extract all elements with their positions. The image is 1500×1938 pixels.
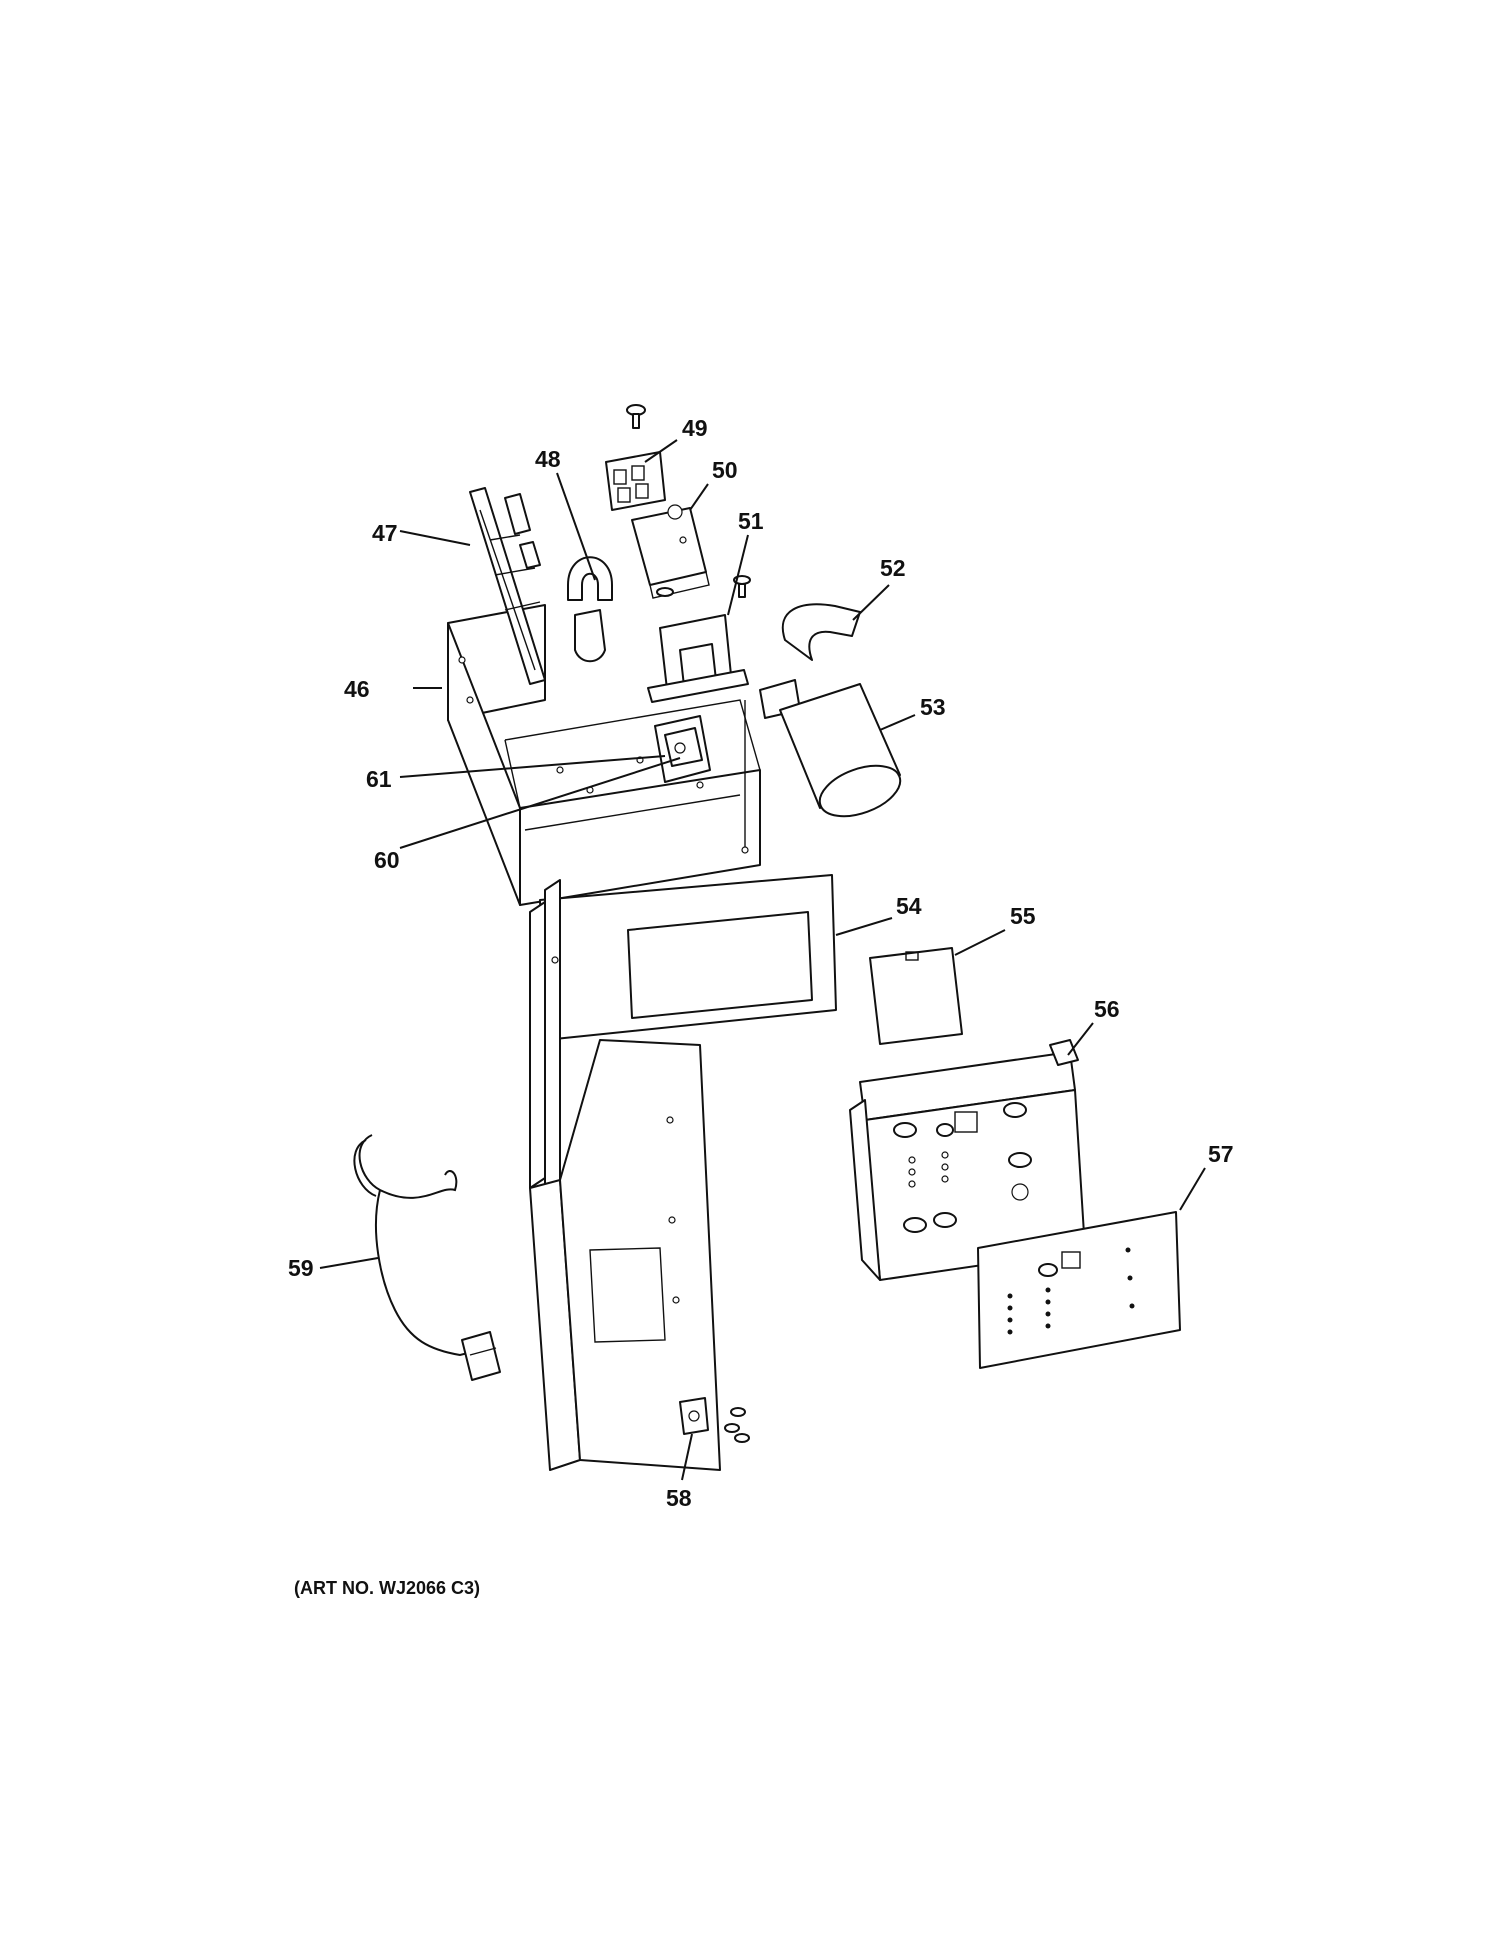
callout-59: 59: [288, 1255, 314, 1281]
callout-53: 53: [920, 694, 946, 720]
callout-61: 61: [366, 766, 392, 792]
cable-clamp: [679, 1397, 709, 1435]
terminal-block-screw: [626, 404, 646, 429]
callout-57: 57: [1208, 1141, 1234, 1167]
callout-58: 58: [666, 1485, 692, 1511]
callout-56: 56: [1094, 996, 1120, 1022]
control-panel-frame: [529, 874, 837, 1471]
transformer: [647, 614, 749, 703]
callout-leaders: [319, 439, 1206, 1481]
clamp-screw: [724, 1407, 750, 1443]
terminal-block: [605, 451, 666, 511]
callout-49: 49: [682, 415, 708, 441]
callout-46: 46: [344, 676, 370, 702]
callout-51: 51: [738, 508, 764, 534]
callout-60: 60: [374, 847, 400, 873]
control-board: [469, 487, 546, 685]
callout-labels: 46 47 48 49 50 51 52 53 54 55 56 57 58 5…: [288, 415, 1234, 1511]
callout-55: 55: [1010, 903, 1036, 929]
callout-54: 54: [896, 893, 922, 919]
capacitor: [779, 683, 902, 818]
callout-48: 48: [535, 446, 561, 472]
callout-52: 52: [880, 555, 906, 581]
door-switch: [664, 727, 703, 767]
transformer-screw: [656, 575, 751, 598]
wire-clip: [567, 556, 613, 663]
callout-47: 47: [372, 520, 398, 546]
art-number: (ART NO. WJ2066 C3): [294, 1578, 481, 1598]
relay: [631, 504, 710, 599]
membrane-overlay: [977, 1211, 1181, 1369]
wire-harness: [353, 1134, 501, 1381]
callout-50: 50: [712, 457, 738, 483]
control-housing: [849, 1039, 1086, 1281]
display-window: [869, 947, 963, 1045]
